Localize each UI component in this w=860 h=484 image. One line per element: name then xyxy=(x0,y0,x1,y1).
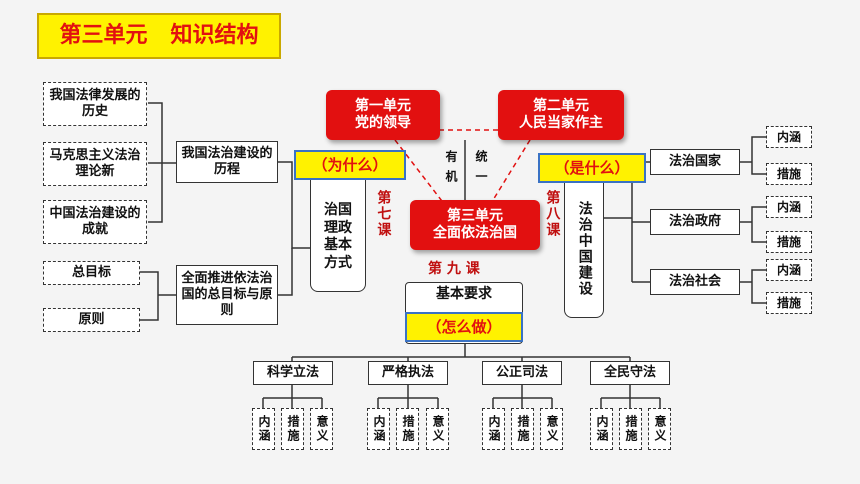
goal-hub-label: 全面推进依法治国的总目标与原则 xyxy=(181,270,273,319)
gov-sub-connotation: 内涵 xyxy=(766,196,812,218)
legislation-sub-2-label: 措施 xyxy=(286,415,300,443)
legislation-sub-1-label: 内涵 xyxy=(257,415,271,443)
judiciary-sub-2: 措施 xyxy=(511,408,534,450)
right-item-government: 法治政府 xyxy=(650,209,740,235)
goal-item-overall: 总目标 xyxy=(43,261,140,285)
bottom-item-compliance-label: 全民守法 xyxy=(603,364,656,380)
history-item-3-label: 中国法治建设的成就 xyxy=(49,205,141,237)
organic-label: 有机 xyxy=(444,150,458,190)
page-title-text: 第三单元 知识结构 xyxy=(59,23,259,49)
gov-sub-measures: 措施 xyxy=(766,231,812,253)
right-item-society-label: 法治社会 xyxy=(668,273,721,289)
legislation-sub-1: 内涵 xyxy=(252,408,275,450)
unit-1-line1: 第一单元 xyxy=(355,97,411,114)
unit-1-box: 第一单元 党的领导 xyxy=(326,90,440,140)
page-title: 第三单元 知识结构 xyxy=(37,13,281,59)
why-label: （为什么） xyxy=(312,155,388,174)
basic-requirements-label: 基本要求 xyxy=(436,286,492,302)
why-box: （为什么） xyxy=(294,150,406,180)
compliance-sub-3: 意义 xyxy=(648,408,671,450)
unit-2-box: 第二单元 人民当家作主 xyxy=(498,90,624,140)
legislation-sub-2: 措施 xyxy=(281,408,304,450)
gov-sub-connotation-label: 内涵 xyxy=(776,199,801,214)
what-box: （是什么） xyxy=(538,153,646,183)
history-hub-label: 我国法治建设的历程 xyxy=(181,145,273,177)
history-item-2: 马克思主义法治理论新 xyxy=(43,142,147,186)
history-hub: 我国法治建设的历程 xyxy=(176,141,278,183)
state-sub-connotation: 内涵 xyxy=(766,126,812,148)
bottom-item-judiciary: 公正司法 xyxy=(482,361,562,385)
history-item-1-label: 我国法律发展的历史 xyxy=(49,87,141,119)
society-sub-measures-label: 措施 xyxy=(776,295,801,310)
lesson-7-label: 第七课 xyxy=(375,190,392,238)
bottom-item-judiciary-label: 公正司法 xyxy=(495,364,548,380)
unit-3-box: 第三单元 全面依法治国 xyxy=(410,200,540,250)
society-sub-connotation: 内涵 xyxy=(766,259,812,281)
goal-item-overall-label: 总目标 xyxy=(71,264,111,280)
right-item-state-label: 法治国家 xyxy=(668,153,721,169)
society-sub-connotation-label: 内涵 xyxy=(776,262,801,277)
unit-3-line2: 全面依法治国 xyxy=(433,225,517,241)
bottom-item-legislation: 科学立法 xyxy=(253,361,333,385)
rule-of-law-china-label: 法治中国建设 xyxy=(576,201,593,297)
judiciary-sub-1-label: 内涵 xyxy=(487,415,501,443)
right-item-society: 法治社会 xyxy=(650,269,740,295)
judiciary-sub-1: 内涵 xyxy=(482,408,505,450)
enforcement-sub-1: 内涵 xyxy=(367,408,390,450)
right-item-state: 法治国家 xyxy=(650,149,740,175)
unit-2-line1: 第二单元 xyxy=(533,97,589,114)
judiciary-sub-3: 意义 xyxy=(540,408,563,450)
goal-hub: 全面推进依法治国的总目标与原则 xyxy=(176,265,278,325)
rule-of-law-china-box: 法治中国建设 xyxy=(564,158,604,318)
goal-item-principle-label: 原则 xyxy=(78,311,105,327)
legislation-sub-3-label: 意义 xyxy=(315,415,329,443)
bottom-item-enforcement: 严格执法 xyxy=(368,361,448,385)
governance-method-label: 治国理政基本方式 xyxy=(324,202,352,271)
lesson-8-label: 第八课 xyxy=(544,190,561,238)
bottom-item-legislation-label: 科学立法 xyxy=(266,364,319,380)
state-sub-measures-label: 措施 xyxy=(776,166,801,181)
society-sub-measures: 措施 xyxy=(766,292,812,314)
unity-label: 统一 xyxy=(474,150,488,190)
legislation-sub-3: 意义 xyxy=(310,408,333,450)
unit-2-line2: 人民当家作主 xyxy=(519,115,603,131)
unit-3-line1: 第三单元 xyxy=(447,207,503,224)
compliance-sub-3-label: 意义 xyxy=(653,415,667,443)
goal-item-principle: 原则 xyxy=(43,308,140,332)
how-box: （怎么做） xyxy=(405,312,523,342)
bottom-item-compliance: 全民守法 xyxy=(590,361,670,385)
compliance-sub-1-label: 内涵 xyxy=(595,415,609,443)
compliance-sub-1: 内涵 xyxy=(590,408,613,450)
judiciary-sub-3-label: 意义 xyxy=(545,415,559,443)
judiciary-sub-2-label: 措施 xyxy=(516,415,530,443)
compliance-sub-2: 措施 xyxy=(619,408,642,450)
enforcement-sub-2: 措施 xyxy=(396,408,419,450)
enforcement-sub-3-label: 意义 xyxy=(431,415,445,443)
how-label: （怎么做） xyxy=(426,317,502,336)
lesson-9-label: 第 九 课 xyxy=(428,261,480,277)
history-item-2-label: 马克思主义法治理论新 xyxy=(49,147,141,179)
what-label: （是什么） xyxy=(554,158,630,177)
state-sub-measures: 措施 xyxy=(766,163,812,185)
history-item-1: 我国法律发展的历史 xyxy=(43,82,147,126)
state-sub-connotation-label: 内涵 xyxy=(776,129,801,144)
enforcement-sub-1-label: 内涵 xyxy=(372,415,386,443)
compliance-sub-2-label: 措施 xyxy=(624,415,638,443)
enforcement-sub-2-label: 措施 xyxy=(401,415,415,443)
unit-1-line2: 党的领导 xyxy=(355,115,411,131)
right-item-government-label: 法治政府 xyxy=(668,213,721,229)
gov-sub-measures-label: 措施 xyxy=(776,234,801,249)
history-item-3: 中国法治建设的成就 xyxy=(43,200,147,244)
bottom-item-enforcement-label: 严格执法 xyxy=(381,364,434,380)
enforcement-sub-3: 意义 xyxy=(426,408,449,450)
